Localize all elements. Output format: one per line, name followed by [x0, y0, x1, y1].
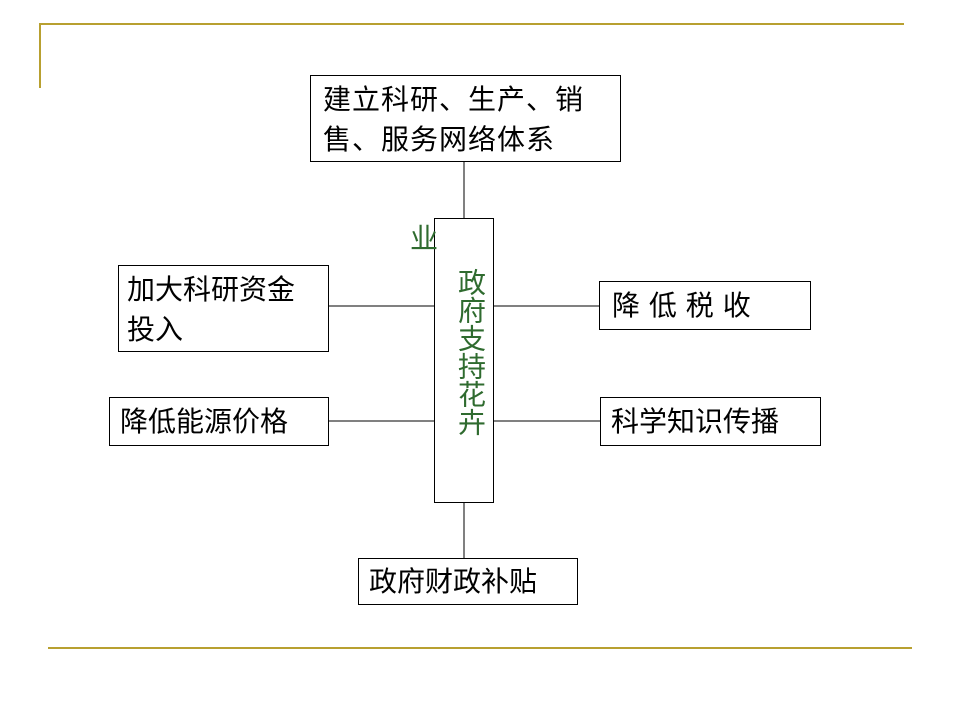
frame-bottom-line: [48, 647, 912, 649]
center-node-overflow-char: 业: [410, 222, 439, 255]
node-right-tax-reduction: 降 低 税 收: [599, 281, 811, 330]
center-node-box: [434, 218, 494, 503]
node-left-energy-price: 降低能源价格: [109, 397, 329, 446]
frame-left-line: [39, 23, 41, 88]
node-top-network: 建立科研、生产、销售、服务网络体系: [310, 75, 621, 162]
frame-top-line: [40, 23, 904, 25]
node-right-knowledge-spread: 科学知识传播: [600, 397, 821, 446]
center-node-label: 政府支持花卉: [454, 268, 487, 436]
node-left-research-funding: 加大科研资金投入: [118, 265, 329, 352]
node-bottom-subsidy: 政府财政补贴: [358, 558, 578, 605]
